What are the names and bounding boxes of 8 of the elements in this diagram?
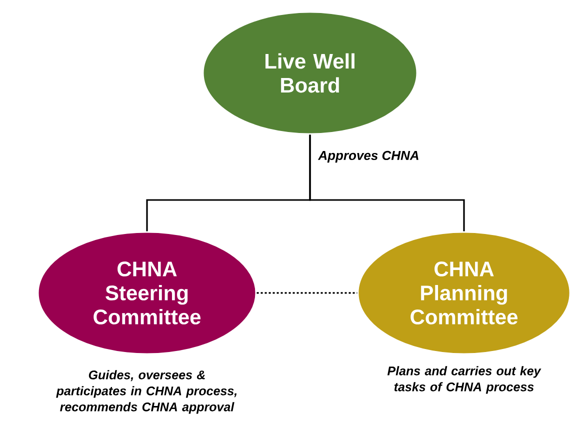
- connector-line: [256, 292, 358, 294]
- node-description: Guides, oversees & participates in CHNA process, recommends CHNA approval: [56, 370, 237, 414]
- node-description: Plans and carries out key tasks of CHNA process: [387, 366, 542, 394]
- edge-label: Approves CHNA: [317, 150, 420, 164]
- ellipse-node: CHNA Planning Committee: [357, 231, 571, 355]
- ellipse-node: Live Well Board: [202, 11, 418, 135]
- connector-line: [309, 134, 465, 232]
- ellipse-node: CHNA Steering Committee: [37, 231, 257, 355]
